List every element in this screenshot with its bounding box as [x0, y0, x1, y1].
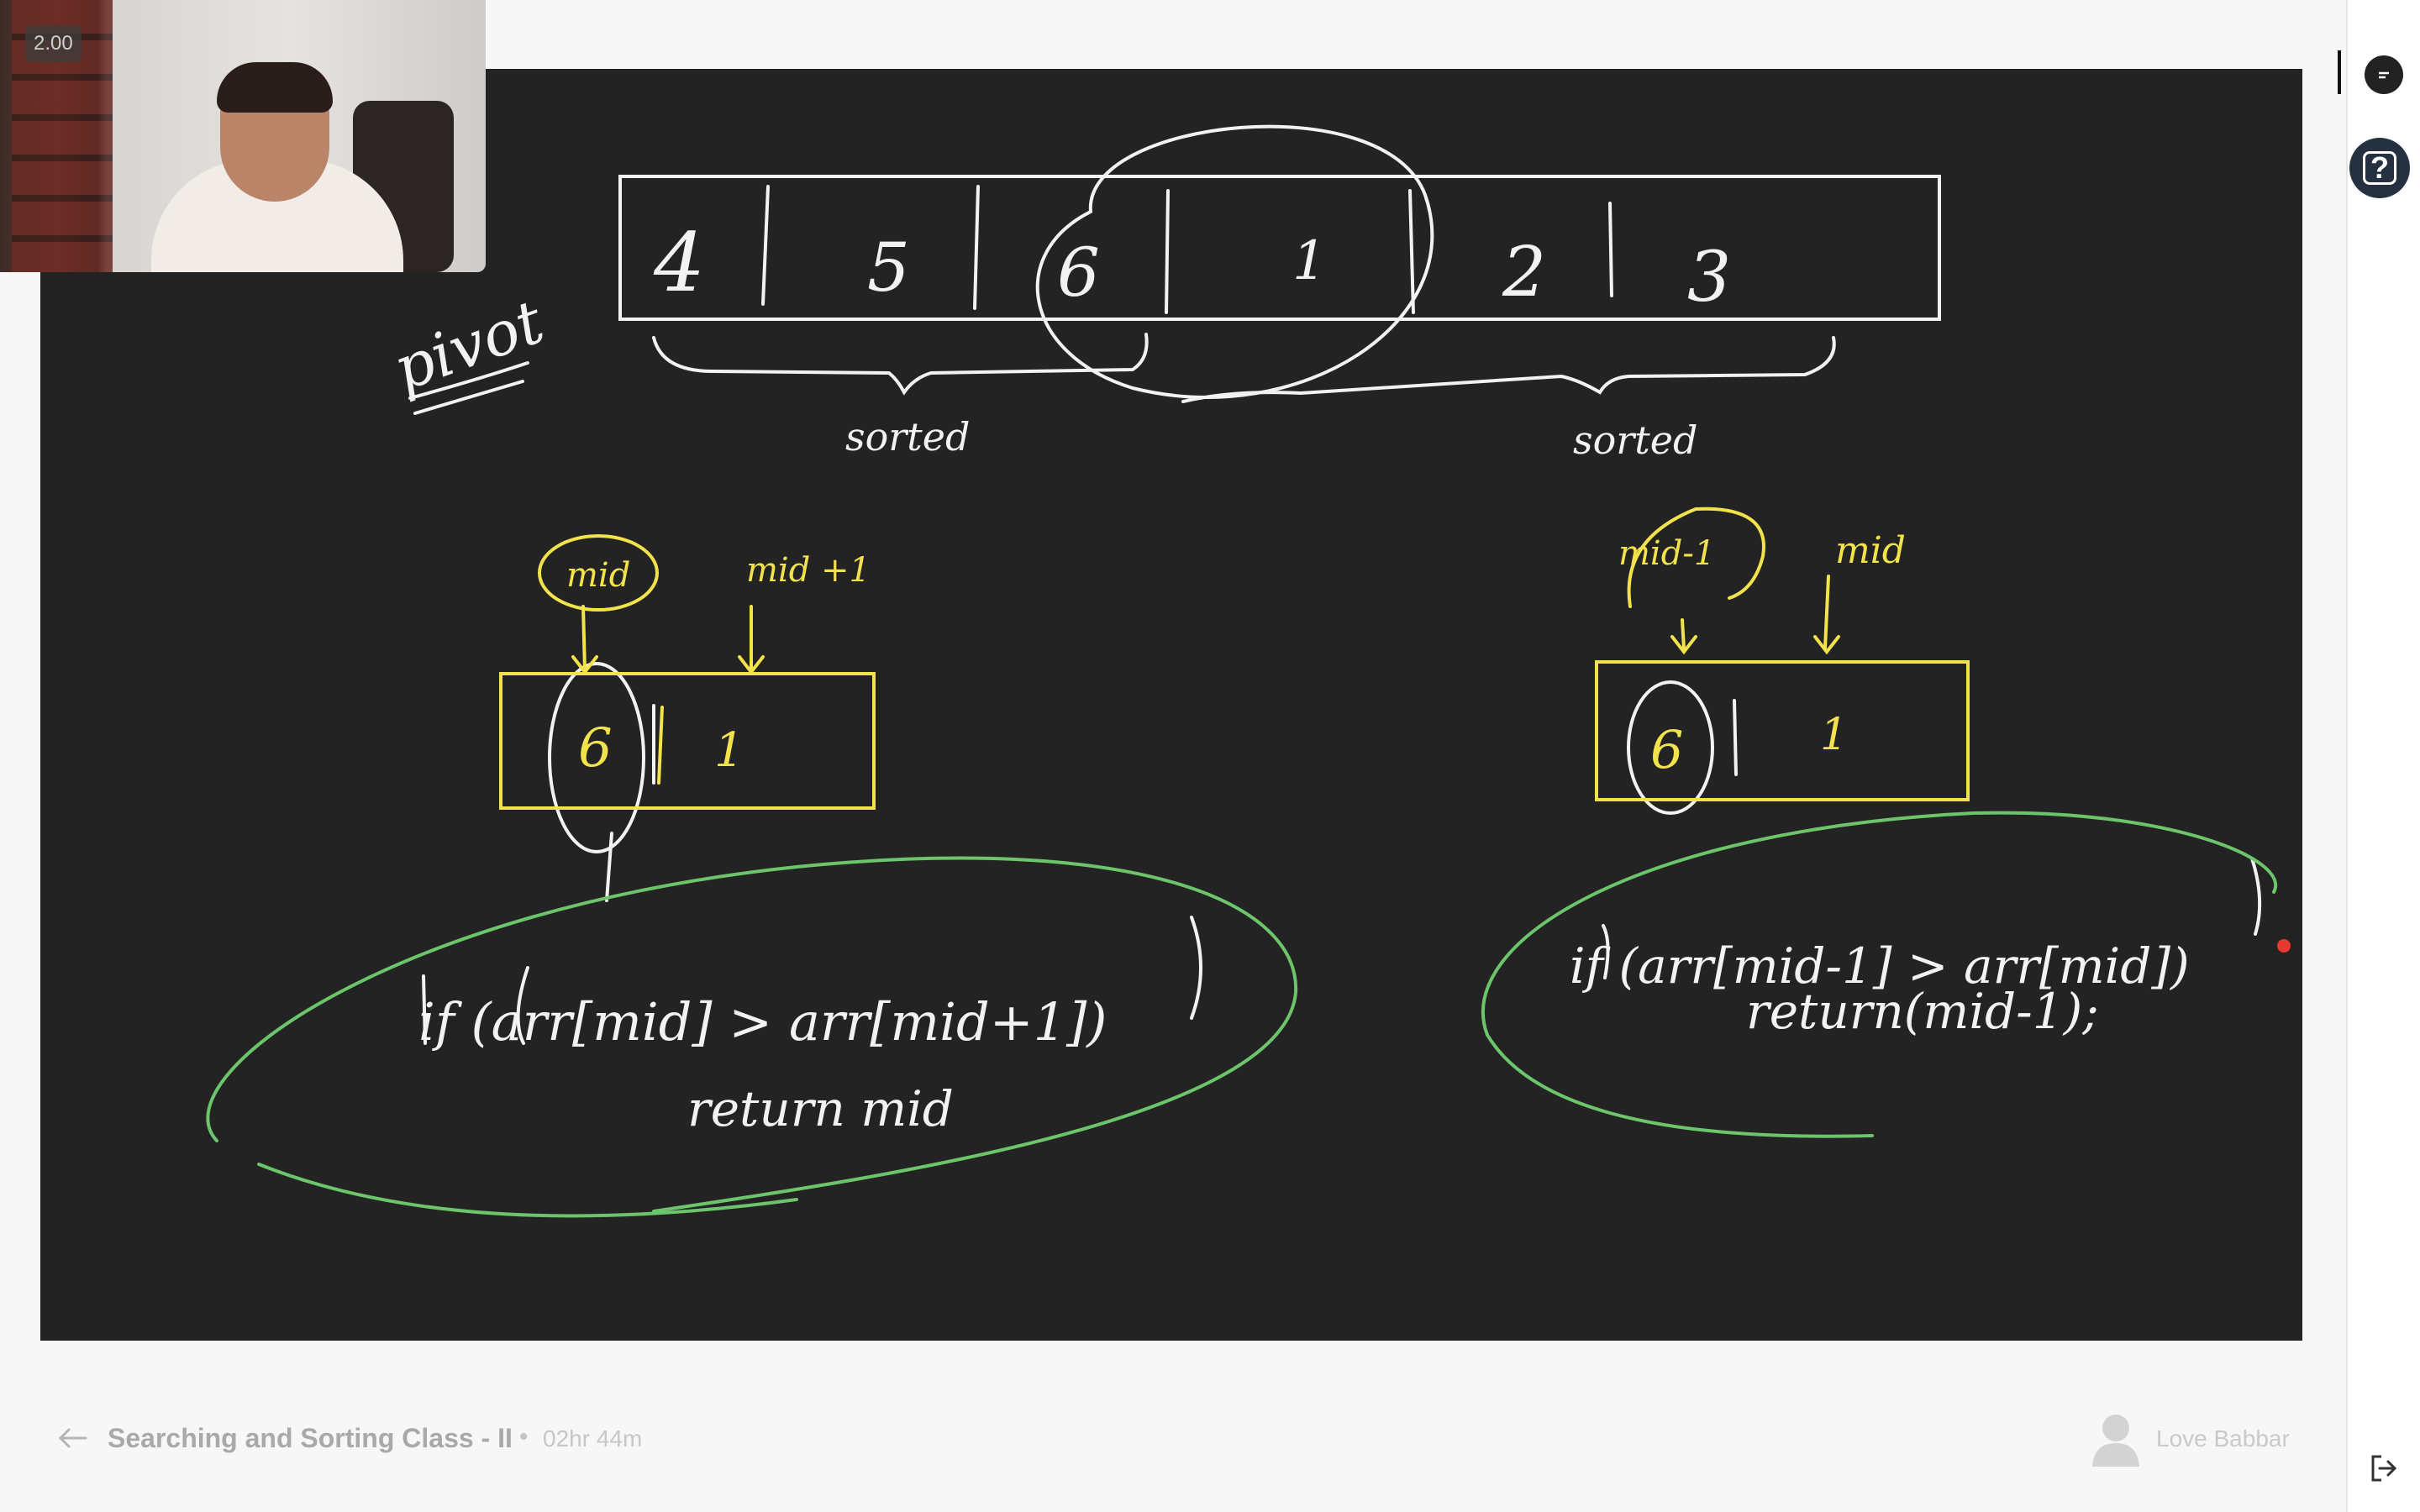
exit-icon[interactable]	[2366, 1452, 2400, 1485]
right-code-line1: if (arr[mid-1] > arr[mid])	[1570, 937, 2190, 995]
left-case-array-box	[499, 672, 876, 810]
chat-button[interactable]	[2365, 55, 2403, 94]
whiteboard-drawing: pivot 4 5 6 1 2 3 sorted sorted if (arr[…	[206, 124, 2291, 1218]
help-icon: ?	[2363, 151, 2396, 185]
label-mid-right: mid	[1835, 529, 1906, 572]
right-case-array-box	[1595, 660, 1970, 801]
left-green-ellipse	[206, 856, 1298, 1213]
right-brace	[1181, 336, 1836, 403]
active-panel-indicator	[2338, 50, 2341, 94]
chat-icon	[2379, 71, 2389, 79]
right-side-panel	[2346, 0, 2420, 1512]
instructor-webcam[interactable]: 2.00	[0, 0, 486, 272]
instructor-name: Love Babbar	[2156, 1425, 2290, 1452]
title-separator: •	[519, 1423, 529, 1451]
main-area: pivot 4 5 6 1 2 3 sorted sorted if (arr[…	[0, 0, 2302, 1467]
label-sorted-right: sorted	[1573, 417, 1697, 463]
label-mid-left: mid	[566, 556, 630, 595]
left-brace	[652, 333, 1149, 396]
left-array-cell-0: 6	[578, 717, 613, 780]
mid-circle-left	[538, 534, 659, 612]
left-code-line2: return mid	[687, 1080, 954, 1137]
left-code-stroke	[422, 974, 427, 1045]
top-array-cell-5: 3	[1687, 238, 1731, 318]
mid-minus-circle-right	[1627, 507, 1765, 608]
top-array-cell-3: 1	[1292, 230, 1327, 292]
user-avatar-icon	[2092, 1415, 2139, 1467]
video-duration: 02hr 44m	[543, 1425, 643, 1452]
whiteboard-video[interactable]: pivot 4 5 6 1 2 3 sorted sorted if (arr[…	[40, 69, 2302, 1341]
top-array-cell-2: 6	[1057, 234, 1100, 312]
top-array-cell-1: 5	[867, 228, 910, 307]
right-green-ellipse	[1481, 811, 2277, 1037]
label-sorted-left: sorted	[845, 414, 970, 459]
top-array-cell-4: 2	[1502, 233, 1546, 312]
label-mid-plus: mid +1	[746, 551, 871, 590]
right-array-cell-1: 1	[1820, 710, 1848, 760]
arrow-left-icon[interactable]	[55, 1423, 89, 1453]
webcam-person-hair	[217, 62, 333, 113]
playback-speed-badge[interactable]: 2.00	[25, 25, 82, 62]
pointer-dot	[2277, 939, 2291, 953]
course-title: Searching and Sorting Class - II	[108, 1423, 513, 1453]
right-code-line2: return(mid-1);	[1746, 983, 2099, 1040]
right-array-cell-0: 6	[1650, 719, 1683, 780]
top-array-box	[618, 175, 1941, 321]
left-code-line1: if (arr[mid] > arr[mid+1])	[418, 991, 1107, 1053]
top-array-cell-0: 4	[653, 216, 705, 310]
help-button[interactable]: ?	[2349, 138, 2410, 198]
circle-around-6-1	[1035, 124, 1434, 399]
label-pivot: pivot	[384, 286, 553, 405]
left-array-cell-1: 1	[714, 723, 744, 778]
label-mid-minus: mid-1	[1618, 534, 1715, 573]
